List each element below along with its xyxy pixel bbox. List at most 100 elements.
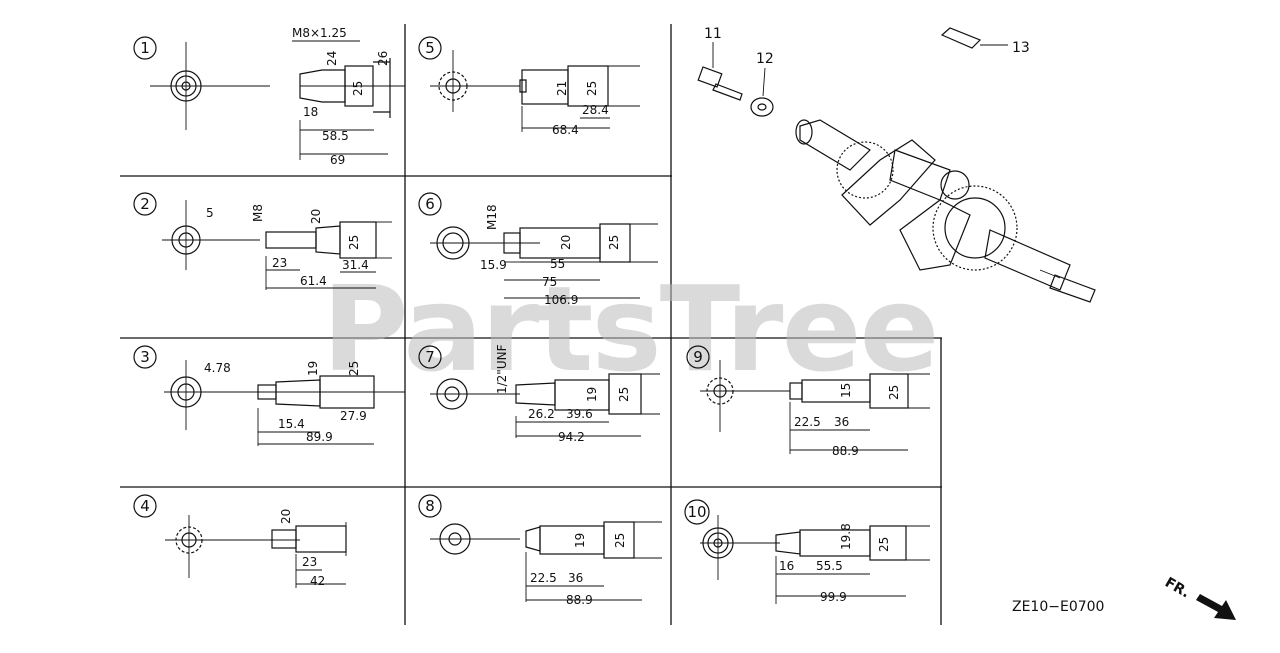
panel-4: 4 20 23 42 bbox=[133, 494, 347, 588]
front-direction-arrow: FR. bbox=[1162, 575, 1236, 620]
panel-2: 2 5 M8 20 25 23 31.4 61.4 bbox=[133, 192, 392, 290]
dim-16: 16 bbox=[779, 559, 794, 573]
dim-m8: M8 bbox=[251, 204, 265, 222]
panel-number: 5 bbox=[425, 39, 435, 57]
arrow-icon bbox=[1196, 594, 1236, 620]
shaft-end-view bbox=[165, 515, 300, 578]
dim-19: 19 bbox=[585, 387, 599, 402]
dim-284: 28.4 bbox=[582, 103, 609, 117]
dim-25: 25 bbox=[887, 385, 901, 400]
dim-69: 69 bbox=[330, 153, 345, 167]
dim-31: 31.4 bbox=[342, 258, 369, 272]
panel-10: 10 19.8 25 16 55.5 99.9 bbox=[684, 499, 930, 604]
dim-25: 25 bbox=[877, 537, 891, 552]
dim-198: 19.8 bbox=[839, 523, 853, 550]
part-label-13: 13 bbox=[1012, 40, 1030, 56]
panel-number: 4 bbox=[140, 497, 150, 515]
part-label-12: 12 bbox=[756, 51, 774, 67]
panel-grid bbox=[120, 24, 942, 625]
shaft-end-view bbox=[430, 523, 520, 555]
dim-42: 42 bbox=[310, 574, 325, 588]
panel-number: 10 bbox=[687, 503, 706, 521]
panel-3: 3 4.78 19 25 15.4 27.9 89.9 bbox=[133, 345, 405, 446]
crankshaft-illustration: 11 12 13 bbox=[697, 26, 1096, 303]
panel-number: 1 bbox=[140, 39, 150, 57]
dim-20: 20 bbox=[309, 209, 323, 224]
panel-5: 5 21 25 28.4 68.4 bbox=[418, 36, 640, 137]
dim-26: 26 bbox=[376, 51, 390, 66]
shaft-end-view bbox=[700, 515, 780, 580]
dim-1069: 106.9 bbox=[544, 293, 578, 307]
shaft-side-view bbox=[299, 58, 405, 118]
shaft-side-view bbox=[503, 223, 658, 263]
dim-25: 25 bbox=[351, 81, 365, 96]
dim-19: 19 bbox=[306, 361, 320, 376]
panel-number: 7 bbox=[425, 348, 435, 366]
dim-55: 55 bbox=[550, 257, 565, 271]
dim-19: 19 bbox=[573, 533, 587, 548]
dim-thread: M8×1.25 bbox=[292, 26, 347, 40]
shaft-end-view bbox=[430, 226, 540, 260]
dim-58: 58.5 bbox=[322, 129, 349, 143]
dim-23: 23 bbox=[302, 555, 317, 569]
shaft-side-view bbox=[265, 221, 392, 259]
shaft-side-view bbox=[525, 521, 662, 559]
dim-25: 25 bbox=[347, 235, 361, 250]
dim-889: 88.9 bbox=[832, 444, 859, 458]
dim-262: 26.2 bbox=[528, 407, 555, 421]
shaft-end-view bbox=[162, 200, 260, 270]
dim-36: 36 bbox=[834, 415, 849, 429]
panel-number: 8 bbox=[425, 497, 435, 515]
shaft-end-view bbox=[164, 360, 260, 430]
panel-number: 2 bbox=[140, 195, 150, 213]
dim-61: 61.4 bbox=[300, 274, 327, 288]
dim-21: 21 bbox=[555, 81, 569, 96]
crankshaft-icon bbox=[795, 119, 1096, 303]
dim-225: 22.5 bbox=[794, 415, 821, 429]
dim-75: 75 bbox=[542, 275, 557, 289]
dim-478: 4.78 bbox=[204, 361, 231, 375]
dim-225: 22.5 bbox=[530, 571, 557, 585]
panel-6: 6 M18 20 25 15.9 55 75 106.9 bbox=[418, 192, 658, 307]
dim-25: 25 bbox=[585, 81, 599, 96]
direction-label: FR. bbox=[1162, 575, 1192, 602]
dim-684: 68.4 bbox=[552, 123, 579, 137]
part-label-11: 11 bbox=[704, 26, 722, 42]
dim-555: 55.5 bbox=[816, 559, 843, 573]
panel-1: 1 M8×1.25 24 26 25 18 58.5 69 bbox=[133, 26, 405, 167]
diagram-code: ZE10−E0700 bbox=[1012, 599, 1104, 615]
shaft-end-view bbox=[150, 42, 270, 130]
dim-999: 99.9 bbox=[820, 590, 847, 604]
shaft-end-view bbox=[430, 50, 520, 112]
panel-8: 8 19 25 22.5 36 88.9 bbox=[418, 494, 662, 607]
dim-396: 39.6 bbox=[566, 407, 593, 421]
dim-942: 94.2 bbox=[558, 430, 585, 444]
shaft-side-view bbox=[257, 375, 405, 409]
shaft-end-view bbox=[430, 378, 520, 410]
shaft-side-view bbox=[519, 65, 640, 107]
shaft-end-view bbox=[700, 360, 790, 432]
bolt-icon bbox=[697, 42, 743, 101]
dim-279: 27.9 bbox=[340, 409, 367, 423]
dim-25: 25 bbox=[347, 361, 361, 376]
panel-9: 9 15 25 22.5 36 88.9 bbox=[686, 345, 930, 458]
dim-m18: M18 bbox=[485, 204, 499, 230]
panel-number: 3 bbox=[140, 348, 150, 366]
dim-20: 20 bbox=[559, 235, 573, 250]
shaft-side-view bbox=[271, 522, 347, 556]
panel-number: 6 bbox=[425, 195, 435, 213]
dim-15: 15.4 bbox=[278, 417, 305, 431]
dim-25: 25 bbox=[607, 235, 621, 250]
shaft-side-view bbox=[515, 373, 660, 415]
dim-899: 89.9 bbox=[306, 430, 333, 444]
washer-icon bbox=[750, 67, 774, 117]
dim-unf: 1/2"UNF bbox=[495, 344, 509, 394]
dim-5: 5 bbox=[206, 206, 214, 220]
panel-7: 7 1/2"UNF 19 25 26.2 39.6 94.2 bbox=[418, 344, 660, 444]
key-icon bbox=[940, 27, 1008, 49]
panel-number-circle bbox=[133, 36, 157, 60]
dim-25: 25 bbox=[617, 387, 631, 402]
dim-23: 23 bbox=[272, 256, 287, 270]
